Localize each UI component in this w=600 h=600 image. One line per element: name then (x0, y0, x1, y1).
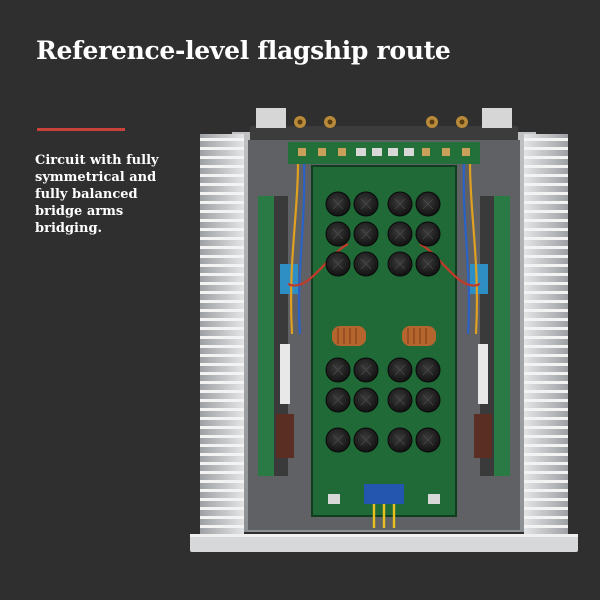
capacitor-bank (325, 191, 441, 453)
rca-connectors (294, 116, 468, 128)
accent-divider (37, 128, 125, 131)
page-title: Reference-level flagship route (36, 36, 451, 65)
left-heatsink (200, 134, 244, 534)
front-faceplate (190, 534, 578, 552)
right-heatsink (524, 134, 568, 534)
right-amp-module (470, 196, 510, 476)
description-text: Circuit with fully symmetrical and fully… (35, 153, 159, 236)
power-terminals (328, 484, 440, 528)
input-board (288, 142, 480, 164)
rear-panel (250, 126, 518, 140)
wiring (287, 163, 481, 335)
left-amp-module (258, 196, 298, 476)
inductors (332, 326, 436, 346)
amplifier-internals-photo (190, 108, 578, 552)
